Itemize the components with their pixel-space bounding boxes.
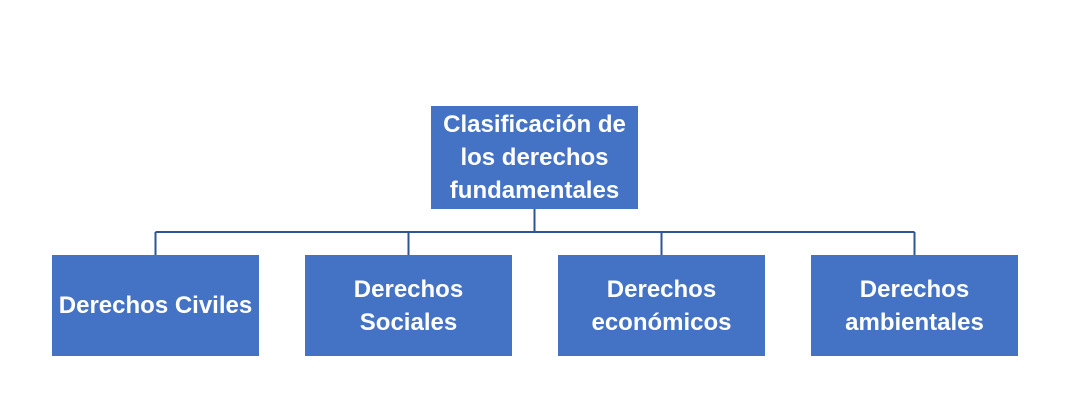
child-node-label: Derechos económicos [591, 275, 732, 336]
child-node-ambientales: Derechos ambientales [811, 255, 1018, 356]
child-node-economicos: Derechos económicos [558, 255, 765, 356]
root-node: Clasificación de los derechos fundamenta… [431, 106, 638, 209]
child-node-label: Derechos Sociales [353, 275, 464, 336]
child-node-civiles: Derechos Civiles [52, 255, 259, 356]
root-node-label: Clasificación de los derechos fundamenta… [443, 111, 626, 204]
child-node-label: Derechos ambientales [845, 275, 984, 336]
child-node-label: Derechos Civiles [58, 292, 253, 319]
child-node-sociales: Derechos Sociales [305, 255, 512, 356]
